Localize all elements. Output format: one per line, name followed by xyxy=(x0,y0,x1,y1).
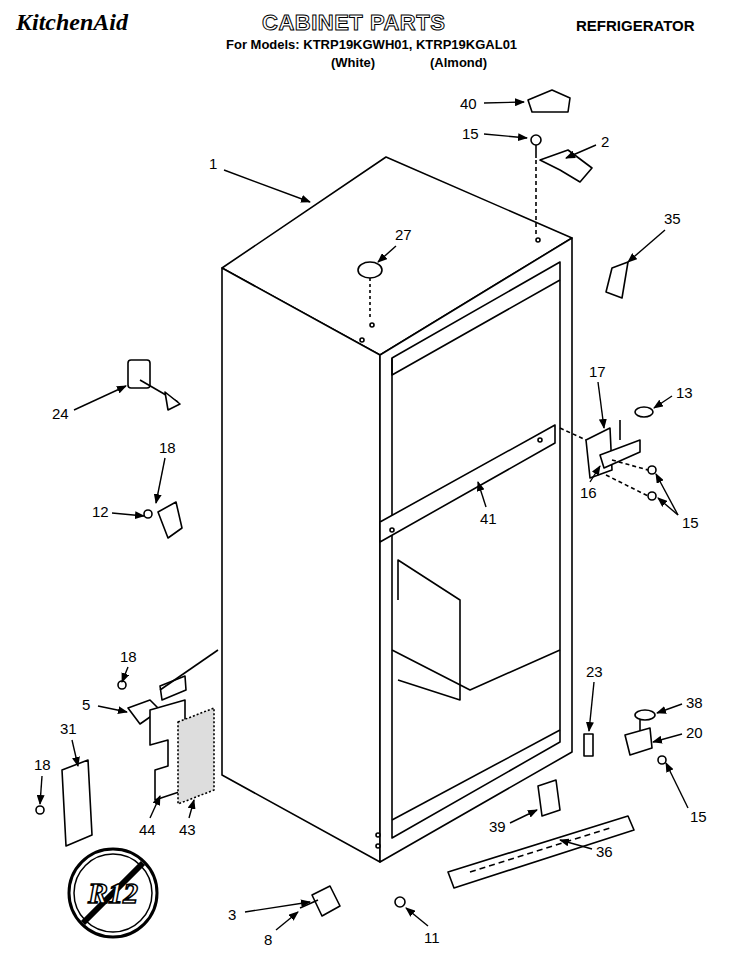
callout-number: 18 xyxy=(120,649,137,664)
callout-number: 35 xyxy=(664,211,681,226)
callout-number: 15 xyxy=(682,515,699,530)
callout-number: 38 xyxy=(686,695,703,710)
callout-number: 17 xyxy=(589,364,606,379)
callout-number: 36 xyxy=(596,844,613,859)
callout-number: 11 xyxy=(424,930,440,945)
callout-number: 27 xyxy=(395,227,412,242)
header-text: REFRIGERATOR xyxy=(576,18,695,33)
callout-number: 41 xyxy=(480,511,497,526)
header-text: For Models: KTRP19KGWH01, KTRP19KGAL01 xyxy=(226,38,517,51)
callout-number: 23 xyxy=(586,664,603,679)
callout-number: 44 xyxy=(139,822,156,837)
callout-number: 15 xyxy=(690,809,707,824)
callout-number: 18 xyxy=(34,757,51,772)
callout-number: 40 xyxy=(460,96,477,111)
callout-number: 16 xyxy=(580,485,597,500)
diagram-title: CABINET PARTS xyxy=(262,12,445,34)
callout-number: 20 xyxy=(686,725,703,740)
callout-number: 31 xyxy=(60,721,77,736)
callout-number: 1 xyxy=(209,156,217,171)
callout-number: 12 xyxy=(92,504,109,519)
header-text: (White) xyxy=(331,56,375,69)
callout-number: 24 xyxy=(52,406,69,421)
callout-number: 43 xyxy=(179,822,196,837)
callout-number: 13 xyxy=(676,385,693,400)
callout-number: 2 xyxy=(601,134,609,149)
header-text: (Almond) xyxy=(430,56,487,69)
callout-number: 15 xyxy=(462,126,479,141)
callout-number: 39 xyxy=(489,819,506,834)
callout-number: 3 xyxy=(228,907,236,922)
callout-number: 8 xyxy=(264,932,272,947)
symbol-text: R12 xyxy=(66,878,160,908)
header-text: KitchenAid xyxy=(16,10,128,34)
callout-number: 5 xyxy=(82,697,90,712)
refrigerant-symbol: R12 xyxy=(66,846,160,940)
callout-number: 18 xyxy=(159,440,176,455)
